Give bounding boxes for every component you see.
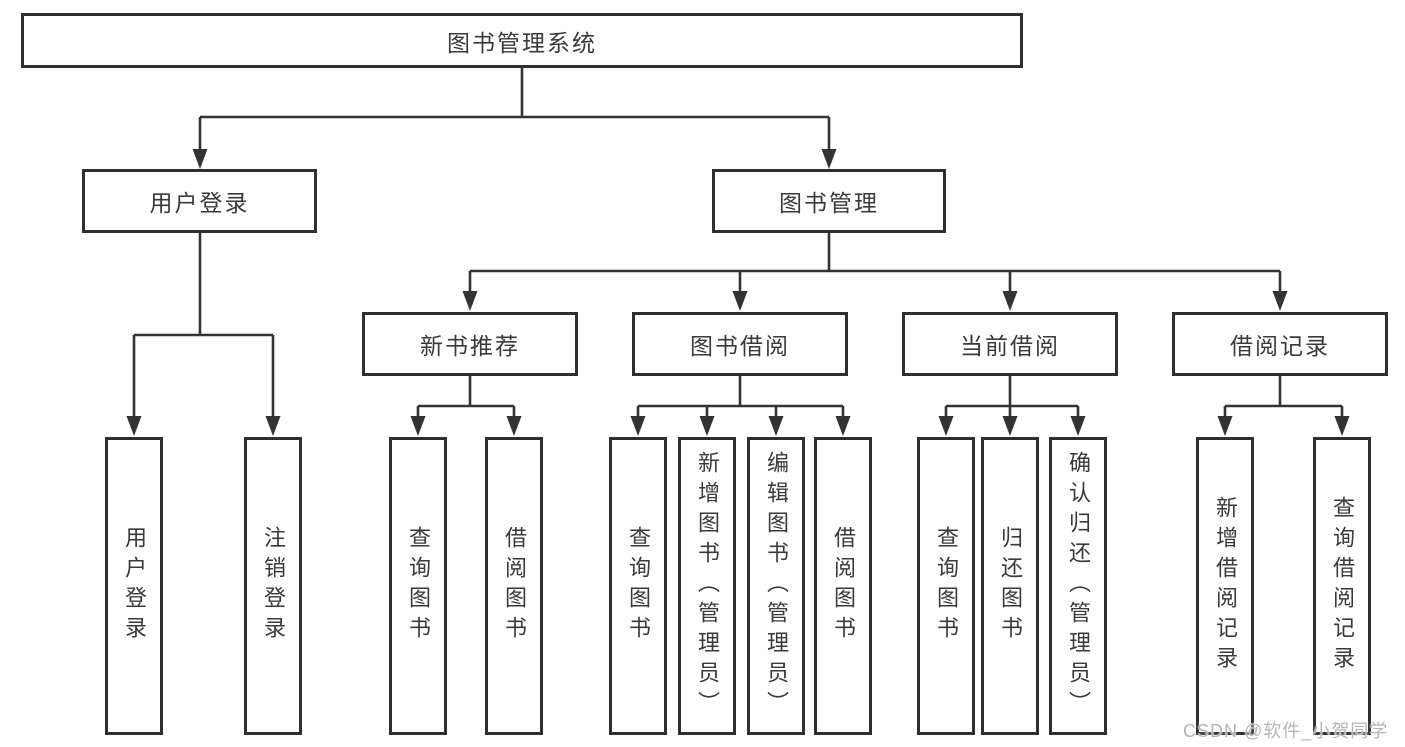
connector-book-management-to-level3: [462, 233, 1288, 311]
leaf-user-login: 用户登录: [105, 437, 163, 735]
leaf-add-borrow-record-label: 新增借阅记录: [1213, 496, 1238, 676]
leaf-query-books-2-label: 查询图书: [626, 526, 651, 646]
node-book-management-label: 图书管理: [779, 190, 879, 216]
node-new-book-recommend-label: 新书推荐: [420, 333, 520, 359]
node-current-borrow: 当前借阅: [902, 312, 1118, 376]
leaf-borrow-books-2-label: 借阅图书: [831, 526, 856, 646]
node-borrow-records-label: 借阅记录: [1230, 333, 1330, 359]
leaf-add-books-admin-label: 新增图书（管理员）: [695, 451, 720, 721]
leaf-logout: 注销登录: [244, 437, 302, 735]
node-book-borrow: 图书借阅: [632, 312, 848, 376]
leaf-query-borrow-record-label: 查询借阅记录: [1330, 496, 1355, 676]
leaf-confirm-return-admin-label: 确认归还（管理员）: [1066, 451, 1091, 721]
csdn-watermark: CSDN @软件_小贺同学: [1183, 721, 1389, 741]
leaf-query-books-3-label: 查询图书: [934, 526, 959, 646]
leaf-confirm-return-admin: 确认归还（管理员）: [1049, 437, 1107, 735]
leaf-add-books-admin: 新增图书（管理员）: [678, 437, 736, 735]
leaf-return-books-label: 归还图书: [998, 526, 1023, 646]
leaf-user-login-label: 用户登录: [122, 526, 147, 646]
connector-root-to-level2: [192, 68, 837, 169]
leaf-return-books: 归还图书: [981, 437, 1039, 735]
leaf-edit-books-admin: 编辑图书（管理员）: [747, 437, 805, 735]
leaf-borrow-books-1: 借阅图书: [485, 437, 543, 735]
connector-new-book-to-leaves: [410, 376, 522, 436]
node-user-login-label: 用户登录: [149, 190, 250, 216]
leaf-query-borrow-record: 查询借阅记录: [1313, 437, 1371, 735]
node-root-label: 图书管理系统: [447, 29, 597, 56]
node-new-book-recommend: 新书推荐: [362, 312, 578, 376]
leaf-query-books-2: 查询图书: [609, 437, 667, 735]
leaf-logout-label: 注销登录: [261, 526, 286, 646]
connector-current-borrow-to-leaves: [938, 376, 1086, 436]
leaf-query-books-3: 查询图书: [917, 437, 975, 735]
node-current-borrow-label: 当前借阅: [960, 333, 1060, 359]
node-borrow-records: 借阅记录: [1172, 312, 1388, 376]
leaf-edit-books-admin-label: 编辑图书（管理员）: [764, 451, 789, 721]
leaf-query-books-1: 查询图书: [389, 437, 447, 735]
node-book-borrow-label: 图书借阅: [690, 333, 790, 359]
leaf-add-borrow-record: 新增借阅记录: [1196, 437, 1254, 735]
leaf-borrow-books-2: 借阅图书: [814, 437, 872, 735]
connector-user-login-to-leaves: [126, 233, 281, 436]
connector-borrow-records-to-leaves: [1217, 376, 1350, 436]
leaf-borrow-books-1-label: 借阅图书: [502, 526, 527, 646]
node-book-management: 图书管理: [712, 169, 946, 233]
connector-book-borrow-to-leaves: [630, 376, 851, 436]
leaf-query-books-1-label: 查询图书: [406, 526, 431, 646]
node-root: 图书管理系统: [21, 13, 1023, 68]
node-user-login: 用户登录: [82, 169, 317, 233]
